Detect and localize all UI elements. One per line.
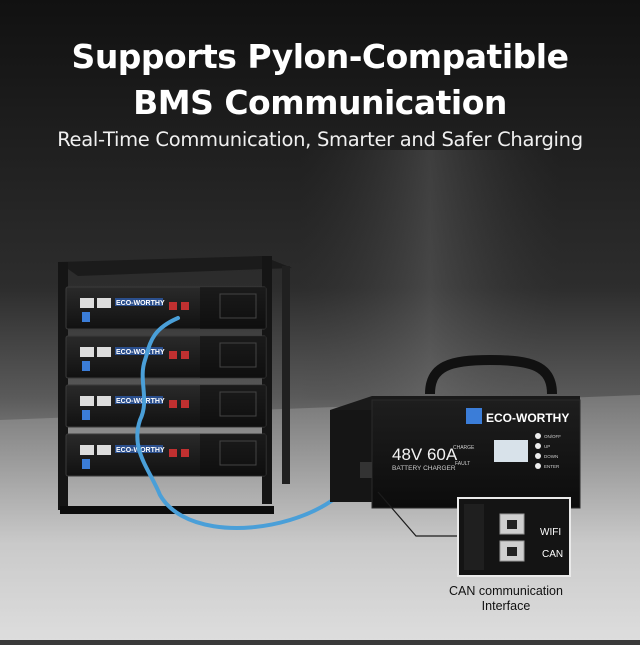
callout-line-2: Interface — [481, 599, 531, 613]
charger-rating: 48V 60A — [392, 445, 458, 464]
enter-button-label: ENTER — [544, 464, 560, 469]
up-button-icon — [535, 443, 541, 449]
battery-module — [65, 335, 267, 379]
module-brand-label: ECO-WORTHY — [116, 398, 165, 405]
callout-line-1: CAN communication — [449, 584, 563, 598]
charger-side-vent — [330, 410, 374, 502]
battery-charger — [330, 354, 581, 509]
battery-rack — [58, 256, 292, 514]
port-callout-caption: CAN communication Interface — [420, 584, 592, 614]
battery-module — [65, 433, 267, 477]
charger-handle — [425, 354, 557, 395]
enter-button-icon — [535, 463, 541, 469]
battery-module — [65, 384, 267, 428]
headline-line-2: BMS Communication — [133, 83, 507, 122]
wifi-port-label: WIFI — [540, 527, 561, 538]
down-button-icon — [535, 453, 541, 459]
onoff-button-icon — [535, 433, 541, 439]
fault-indicator-label: FAULT — [455, 461, 470, 467]
up-button-label: UP — [544, 444, 550, 449]
down-button-label: DOWN — [544, 454, 558, 459]
callout-leader-line — [377, 491, 458, 537]
can-port-label: CAN — [542, 549, 563, 560]
port-detail-inset — [457, 497, 571, 577]
module-brand-label: ECO-WORTHY — [116, 300, 165, 307]
subtitle: Real-Time Communication, Smarter and Saf… — [57, 128, 583, 151]
charger-port-icon — [360, 462, 372, 478]
communication-cable — [135, 316, 362, 530]
battery-module — [65, 286, 267, 330]
charger-type: BATTERY CHARGER — [392, 465, 456, 472]
module-brand-label: ECO-WORTHY — [116, 349, 165, 356]
charger-brand: ECO-WORTHY — [486, 411, 569, 425]
charger-lcd-display — [494, 440, 528, 462]
charge-indicator-label: CHARGE — [453, 445, 475, 451]
brand-logo-icon — [466, 408, 482, 424]
headline-line-1: Supports Pylon-Compatible — [71, 37, 569, 76]
onoff-button-label: ON/OFF — [544, 434, 561, 439]
